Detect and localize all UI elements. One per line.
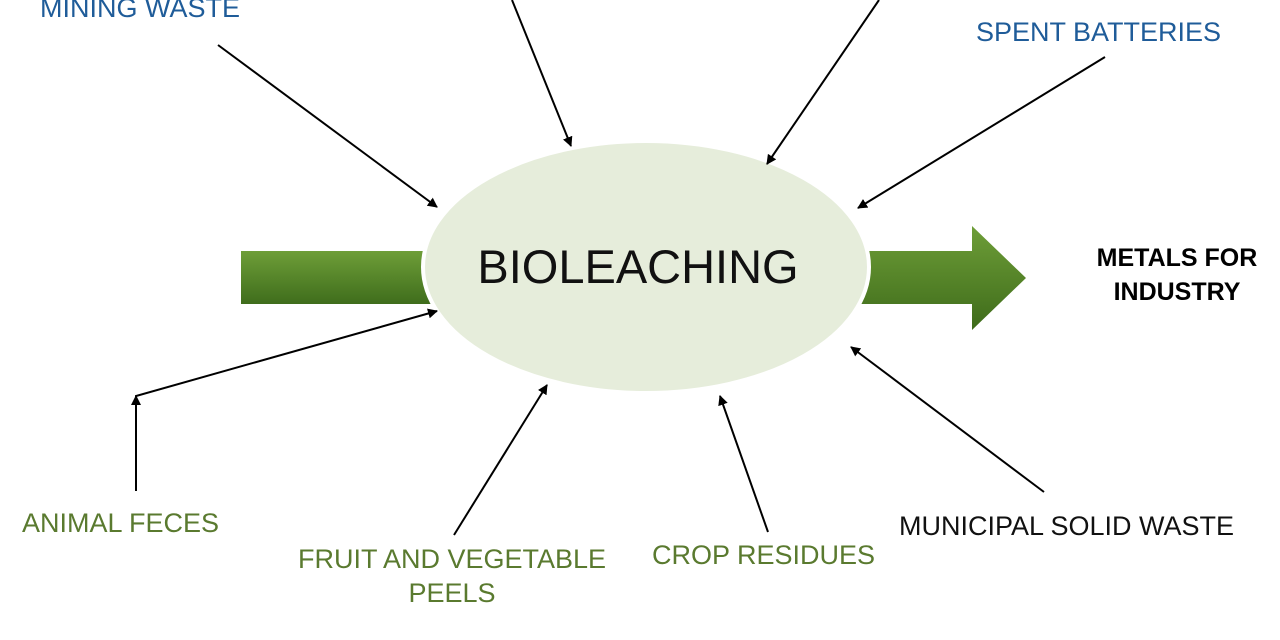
label-municipal: MUNICIPAL SOLID WASTE	[899, 511, 1234, 541]
arrow-municipal	[850, 346, 1045, 493]
center-label: BIOLEACHING	[477, 240, 798, 293]
label-metals-line1: METALS FOR	[1097, 244, 1258, 272]
input-flow-arrow	[241, 251, 431, 304]
bioleaching-ellipse	[421, 139, 871, 395]
label-fruit-veg-line2: PEELS	[408, 578, 495, 608]
arrow-top-left-source	[511, 0, 573, 147]
arrow-animal-feces	[135, 308, 438, 491]
arrow-spent-batteries	[857, 56, 1106, 209]
arrow-mining-waste	[217, 44, 438, 208]
label-crop-residues: CROP RESIDUES	[652, 540, 875, 570]
label-fruit-veg-line1: FRUIT AND VEGETABLE	[298, 544, 606, 574]
arrow-fruit-veg	[453, 384, 548, 536]
label-spent-batteries: SPENT BATTERIES	[976, 17, 1221, 47]
label-metals-line2: INDUSTRY	[1114, 278, 1241, 306]
label-animal-feces: ANIMAL FECES	[22, 508, 219, 538]
arrow-top-right-source	[766, 0, 880, 165]
label-mining-waste: MINING WASTE	[40, 0, 240, 23]
output-flow-arrow	[858, 226, 1026, 330]
arrow-crop-residues	[718, 395, 769, 533]
